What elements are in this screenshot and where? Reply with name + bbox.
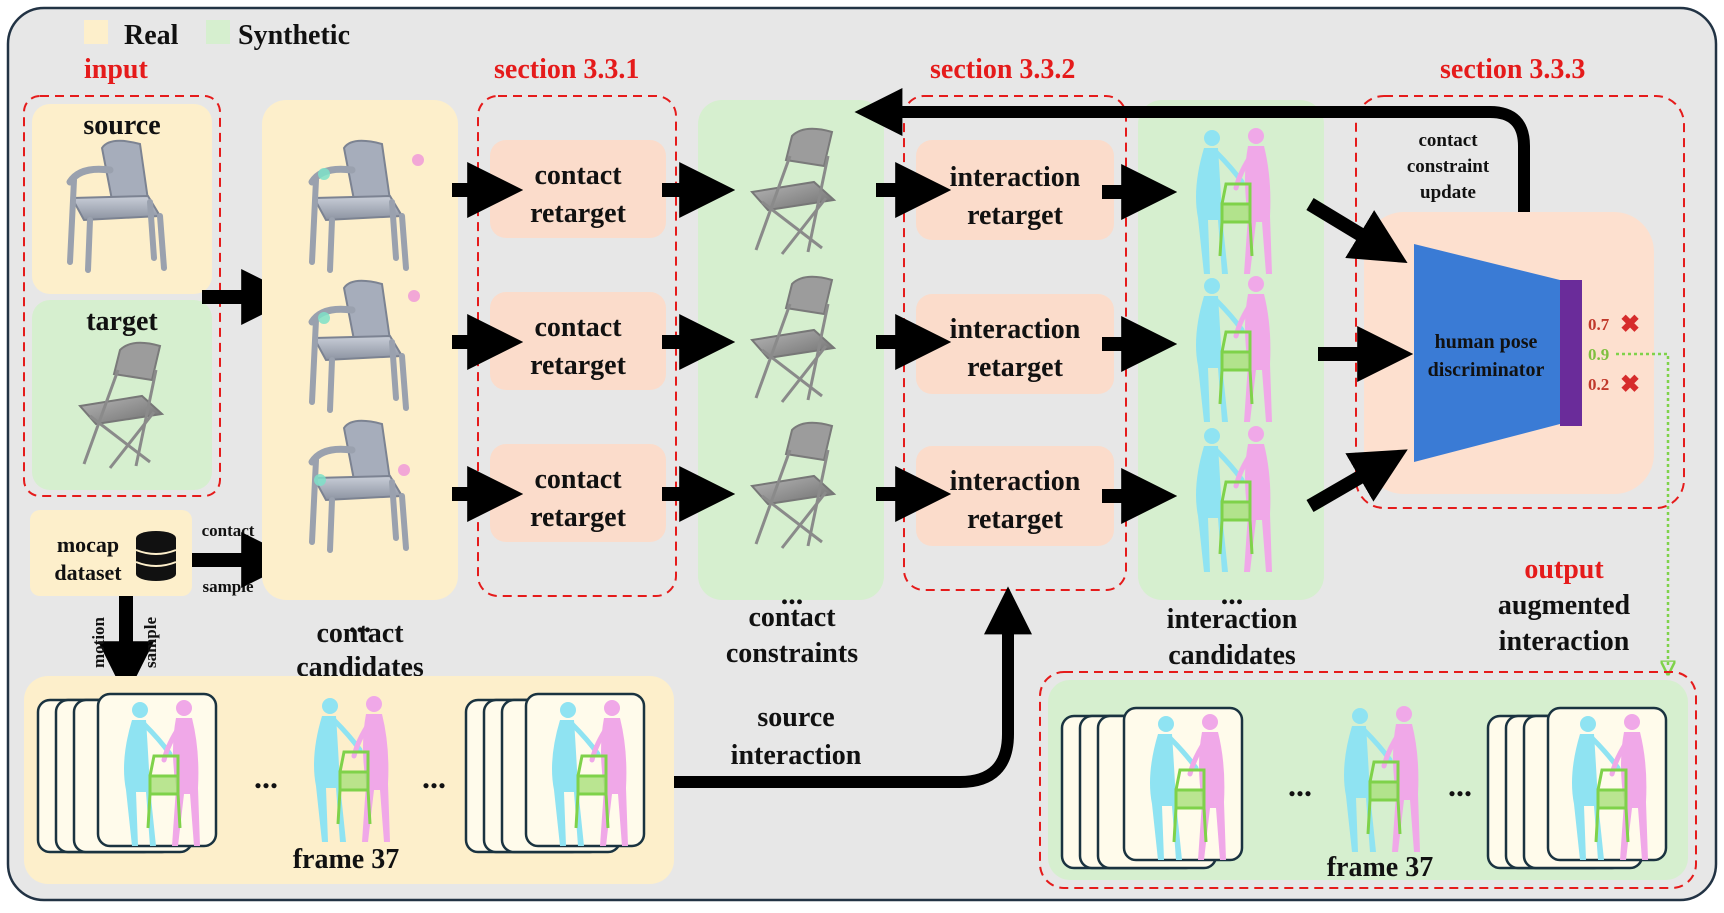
- section-label-output: output: [1524, 554, 1604, 585]
- input-region: [23, 95, 221, 497]
- arrow-constraint-update-feedback: [854, 88, 1530, 212]
- score-3: 0.2: [1588, 375, 1609, 394]
- interaction-retarget-box-2: [916, 294, 1114, 394]
- section-label-input: input: [84, 54, 148, 85]
- interaction-retarget-3-line2: retarget: [967, 504, 1064, 535]
- score-2: 0.9: [1588, 345, 1609, 364]
- discriminator-output-layer: [1560, 280, 1582, 426]
- source-frame-stack-right: [464, 692, 646, 854]
- interaction-retarget-2-line2: retarget: [967, 352, 1064, 383]
- contact-retarget-3-line1: contact: [534, 464, 622, 495]
- source-frames-ellipsis-1: ...: [254, 759, 278, 795]
- arrow-icand-to-disc-1: [1306, 198, 1408, 264]
- source-interaction-label-line2: interaction: [731, 740, 862, 771]
- legend-real-label: Real: [124, 20, 179, 51]
- contact-retarget-1-line2: retarget: [530, 198, 627, 229]
- contact-retarget-1-line1: contact: [534, 160, 622, 191]
- update-label-line1: contact: [1418, 130, 1478, 151]
- interaction-retarget-1-line1: interaction: [950, 162, 1081, 193]
- motion-label: motion: [89, 616, 108, 668]
- mocap-contact-label: contact: [202, 521, 255, 540]
- contact-retarget-box-1: [490, 140, 666, 238]
- output-frames-ellipsis-2: ...: [1448, 767, 1472, 803]
- reject-icon-2: ✖: [1620, 372, 1640, 398]
- interaction-retarget-1-line2: retarget: [967, 200, 1064, 231]
- source-interaction-label-line1: source: [757, 702, 834, 733]
- output-frames-ellipsis-1: ...: [1288, 767, 1312, 803]
- source-frame-label: frame 37: [293, 844, 400, 875]
- contact-highlights: [314, 154, 424, 486]
- arrow-icand-to-disc-3: [1306, 449, 1408, 513]
- output-region: [1039, 671, 1697, 889]
- source-label: source: [83, 110, 160, 141]
- discriminator-label-line2: discriminator: [1428, 359, 1545, 381]
- section-333-region: [1355, 95, 1685, 509]
- output-label-line1: augmented: [1498, 590, 1631, 621]
- arrow-source-interaction: [674, 586, 1032, 788]
- mocap-label-line2: dataset: [54, 560, 122, 585]
- section-label-333: section 3.3.3: [1440, 54, 1585, 85]
- contact-retarget-3-line2: retarget: [530, 502, 627, 533]
- reject-icon-1: ✖: [1620, 312, 1640, 338]
- target-panel: [32, 300, 212, 490]
- contact-candidates-ellipsis: ...: [349, 606, 372, 639]
- output-frame-stack-right: [1486, 706, 1668, 870]
- interaction-candidates-ellipsis: ...: [1221, 578, 1244, 611]
- database-icon: [135, 531, 177, 581]
- interaction-retarget-boxes: interaction retarget interaction retarge…: [916, 140, 1114, 546]
- discriminator-network-shape: [1414, 244, 1560, 462]
- interaction-candidates-caption-2: candidates: [1168, 640, 1296, 671]
- section-label-332: section 3.3.2: [930, 54, 1075, 85]
- interaction-retarget-2-line1: interaction: [950, 314, 1081, 345]
- source-frame-stack-left: [36, 692, 218, 854]
- legend: Real Synthetic: [84, 20, 350, 51]
- legend-synthetic-label: Synthetic: [238, 20, 350, 51]
- sample-vertical-label: sample: [141, 617, 160, 668]
- contact-constraints-ellipsis: ...: [781, 578, 804, 611]
- interaction-retarget-3-line1: interaction: [950, 466, 1081, 497]
- interaction-retarget-box-1: [916, 140, 1114, 240]
- score-1: 0.7: [1588, 315, 1610, 334]
- legend-synthetic-swatch: [206, 20, 230, 44]
- output-label-line2: interaction: [1499, 626, 1630, 657]
- contact-retarget-box-3: [490, 444, 666, 542]
- section-label-331: section 3.3.1: [494, 54, 639, 85]
- contact-retarget-boxes: contact retarget contact retarget contac…: [490, 140, 666, 542]
- update-label-line3: update: [1420, 182, 1476, 203]
- contact-retarget-2-line2: retarget: [530, 350, 627, 381]
- contact-retarget-box-2: [490, 292, 666, 390]
- contact-candidates-caption-1: contact: [316, 618, 404, 649]
- output-frame-label: frame 37: [1327, 852, 1434, 883]
- contact-constraints-caption-1: contact: [748, 602, 836, 633]
- interaction-retarget-box-3: [916, 446, 1114, 546]
- mocap-sample-label: sample: [203, 577, 254, 596]
- contact-retarget-2-line1: contact: [534, 312, 622, 343]
- target-label: target: [86, 306, 158, 337]
- interaction-candidates-caption-1: interaction: [1167, 604, 1298, 635]
- contact-constraints-caption-2: constraints: [726, 638, 858, 669]
- legend-real-swatch: [84, 20, 108, 44]
- output-frame-stack-left: [1060, 706, 1244, 870]
- update-label-line2: constraint: [1407, 156, 1490, 177]
- source-frames-ellipsis-2: ...: [422, 759, 446, 795]
- discriminator-label-line1: human pose: [1435, 331, 1538, 353]
- mocap-label-line1: mocap: [57, 532, 119, 557]
- interaction-candidates-panel: [1138, 100, 1324, 600]
